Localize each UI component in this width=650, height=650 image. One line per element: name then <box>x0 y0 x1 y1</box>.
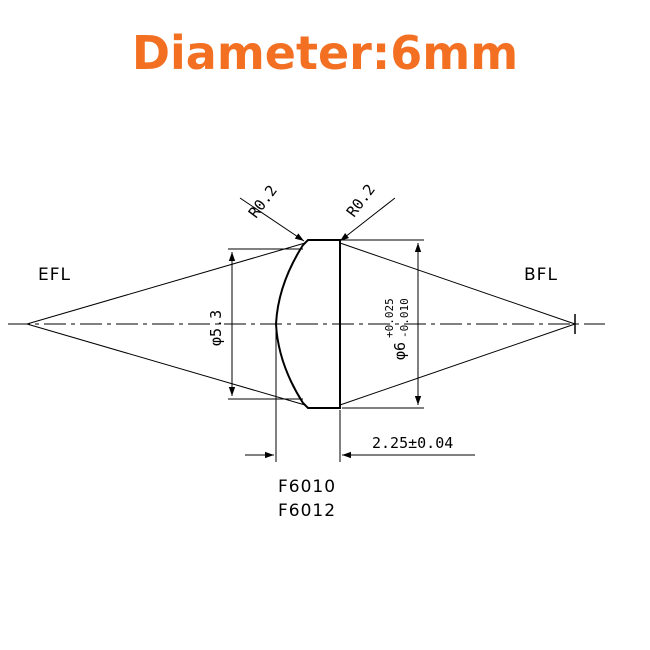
outer-diameter-dimension <box>342 239 424 409</box>
inner-diameter-label: φ5.3 <box>207 310 225 346</box>
bfl-label: BFL <box>524 265 558 285</box>
page-title: Diameter:6mm <box>131 26 519 80</box>
model-label-2: F6012 <box>278 501 336 521</box>
thickness-dimension <box>245 326 475 462</box>
lens-outline <box>274 239 341 409</box>
model-label-1: F6010 <box>278 477 336 497</box>
outer-diameter-tol-upper: +0.025 <box>383 298 396 338</box>
outer-diameter-tol-lower: -0.010 <box>398 298 411 338</box>
bfl-rays <box>339 242 576 406</box>
efl-rays <box>26 242 306 406</box>
outer-diameter-base-label: φ6 <box>391 342 409 360</box>
efl-label: EFL <box>38 265 71 285</box>
inner-diameter-dimension <box>228 248 303 400</box>
radius-left-leader <box>239 197 305 242</box>
thickness-label: 2.25±0.04 <box>372 434 453 452</box>
radius-right-leader <box>339 197 396 242</box>
radius-left-label: R0.2 <box>245 182 281 222</box>
